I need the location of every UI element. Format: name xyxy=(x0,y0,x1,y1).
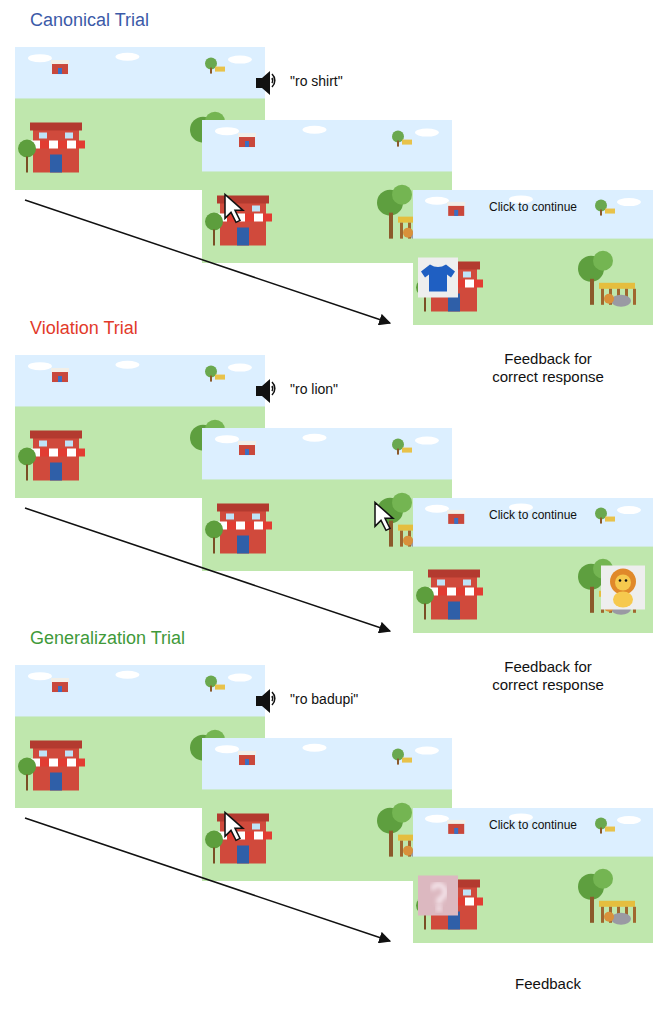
spoken-phrase: "ro lion" xyxy=(290,381,338,398)
feedback-note: Feedback xyxy=(483,975,613,993)
feedback-picture xyxy=(601,566,645,610)
game-screen xyxy=(413,808,653,943)
feedback-screen: Click to continue xyxy=(413,498,653,633)
prompt-text: Click to continue xyxy=(489,200,577,214)
sequence-arrow xyxy=(25,508,390,631)
prompt-text: Click to continue xyxy=(489,818,577,832)
feedback-picture xyxy=(418,258,458,298)
prompt-text: Click to continue xyxy=(489,508,577,522)
trial-title: Canonical Trial xyxy=(30,10,149,32)
trial-title: Generalization Trial xyxy=(30,628,185,650)
game-screen xyxy=(413,498,653,633)
spoken-phrase: "ro shirt" xyxy=(290,73,343,90)
speaker-icon xyxy=(256,379,275,403)
feedback-screen: Click to continue xyxy=(413,808,653,943)
feedback-note: Feedback for correct response xyxy=(483,350,613,386)
sequence-arrow xyxy=(25,200,390,323)
speaker-icon xyxy=(256,71,275,95)
speaker-icon xyxy=(256,689,275,713)
mouse-cursor xyxy=(225,812,243,840)
feedback-screen: Click to continue xyxy=(413,190,653,325)
trial-title: Violation Trial xyxy=(30,318,138,340)
game-screen xyxy=(413,190,653,325)
spoken-phrase: "ro badupi" xyxy=(290,691,358,708)
mouse-cursor xyxy=(225,194,243,222)
mouse-cursor xyxy=(375,502,393,530)
feedback-picture xyxy=(418,876,458,916)
feedback-note: Feedback for correct response xyxy=(483,658,613,694)
sequence-arrow xyxy=(25,818,390,941)
